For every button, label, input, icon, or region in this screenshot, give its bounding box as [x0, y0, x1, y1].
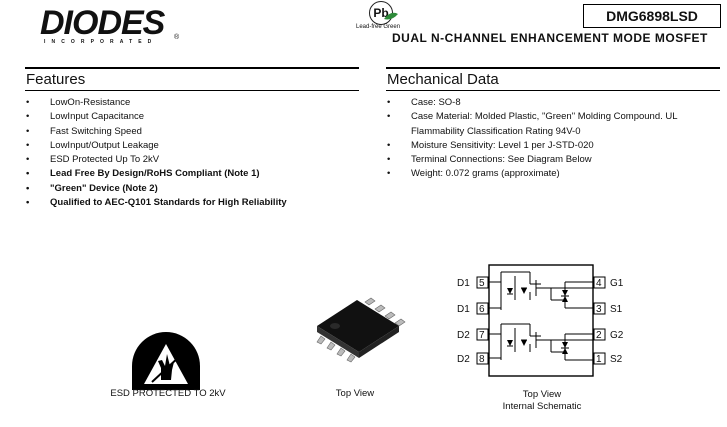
diodes-logo-subtext: INCORPORATED [44, 39, 158, 45]
pin-label-right-3: G2 [610, 330, 624, 341]
pin-label-left-1: D1 [457, 278, 470, 289]
pin-label-right-4: S2 [610, 354, 623, 365]
mechanical-title: Mechanical Data [387, 71, 499, 88]
mechanical-item: Case: SO-8 [387, 96, 707, 111]
esd-caption: ESD PROTECTED TO 2kV [110, 388, 226, 399]
feature-item: "Green" Device (Note 2) [26, 182, 366, 197]
mechanical-item: Moisture Sensitivity: Level 1 per J-STD-… [387, 139, 707, 154]
pin-label-right-2: S1 [610, 304, 623, 315]
schematic-caption-top-view: Top View [522, 389, 562, 400]
pin-number-left-4: 8 [479, 354, 485, 365]
mechanical-list: Case: SO-8Case Material: Molded Plastic,… [387, 96, 707, 182]
features-list: LowOn-ResistanceLowInput CapacitanceFast… [26, 96, 366, 211]
feature-item: Qualified to AEC-Q101 Standards for High… [26, 196, 366, 211]
pin-number-right-4: 1 [596, 354, 602, 365]
features-bottom-rule [25, 90, 359, 91]
feature-item: LowInput Capacitance [26, 110, 366, 125]
mechanical-item: Case Material: Molded Plastic, "Green" M… [387, 110, 707, 139]
document-subtitle: DUAL N-CHANNEL ENHANCEMENT MODE MOSFET [392, 31, 708, 45]
pin-number-right-1: 4 [596, 278, 602, 289]
feature-item: ESD Protected Up To 2kV [26, 153, 366, 168]
internal-schematic [476, 264, 606, 377]
lead-free-green-label: Lead-free Green [356, 24, 401, 30]
pin-number-left-2: 6 [479, 304, 485, 315]
pin-label-right-1: G1 [610, 278, 624, 289]
registered-mark: ® [174, 34, 180, 41]
schematic-caption-internal: Internal Schematic [502, 401, 582, 412]
pin-number-right-3: 2 [596, 330, 602, 341]
package-caption: Top View [335, 388, 375, 399]
so8-package-icon [316, 297, 406, 363]
feature-item: Lead Free By Design/RoHS Compliant (Note… [26, 167, 366, 182]
mechanical-item: Terminal Connections: See Diagram Below [387, 153, 707, 168]
features-top-rule [25, 67, 359, 69]
mechanical-item: Weight: 0.072 grams (approximate) [387, 167, 707, 182]
feature-item: LowInput/Output Leakage [26, 139, 366, 154]
pin-label-left-3: D2 [457, 330, 470, 341]
part-number-box: DMG6898LSD [583, 4, 721, 28]
pin-number-right-2: 3 [596, 304, 602, 315]
esd-warning-icon [132, 332, 200, 390]
pin-label-left-2: D1 [457, 304, 470, 315]
mechanical-top-rule [386, 67, 720, 69]
pin-number-left-1: 5 [479, 278, 485, 289]
feature-item: LowOn-Resistance [26, 96, 366, 111]
green-leaf-icon [384, 12, 398, 20]
pin-label-left-4: D2 [457, 354, 470, 365]
pin-number-left-3: 7 [479, 330, 485, 341]
features-title: Features [26, 71, 86, 88]
diodes-logo: DIODES [40, 4, 165, 42]
feature-item: Fast Switching Speed [26, 125, 366, 140]
mechanical-bottom-rule [386, 90, 720, 91]
